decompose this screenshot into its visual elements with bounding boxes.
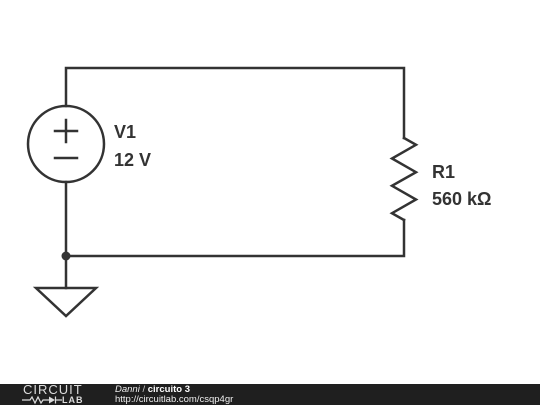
logo-text-lab: LAB: [62, 395, 84, 405]
byline-separator: /: [142, 384, 146, 395]
circuit-url[interactable]: http://circuitlab.com/csqp4gr: [115, 394, 234, 405]
r1-name-label: R1: [432, 162, 455, 182]
author-name[interactable]: Danni: [115, 384, 140, 395]
circuit-byline: Danni / circuito 3: [115, 385, 233, 395]
ground-symbol[interactable]: [32, 286, 100, 318]
logo-text-circuit: CIRCUIT: [23, 382, 83, 397]
resistor-r1[interactable]: [389, 136, 419, 222]
junction-node: [61, 251, 71, 261]
circuit-meta: Danni / circuito 3 http://circuitlab.com…: [115, 385, 233, 405]
v1-value-label: 12 V: [114, 150, 151, 170]
wire-top: [64, 66, 406, 140]
circuit-schematic: V1 12 V R1 560 kΩ: [26, 66, 491, 318]
circuit-title[interactable]: circuito 3: [147, 384, 190, 395]
voltage-source-circle: [26, 104, 106, 184]
footer-bar: CIRCUIT LAB Danni / circuito 3 http://ci…: [0, 382, 540, 405]
r1-value-label: 560 kΩ: [432, 189, 491, 209]
circuitlab-logo[interactable]: CIRCUIT LAB: [22, 382, 94, 405]
resistor-diode-icon: [22, 395, 62, 405]
v1-name-label: V1: [114, 122, 136, 142]
wire-right-lower: [64, 218, 406, 258]
voltage-source-v1[interactable]: [26, 104, 106, 184]
